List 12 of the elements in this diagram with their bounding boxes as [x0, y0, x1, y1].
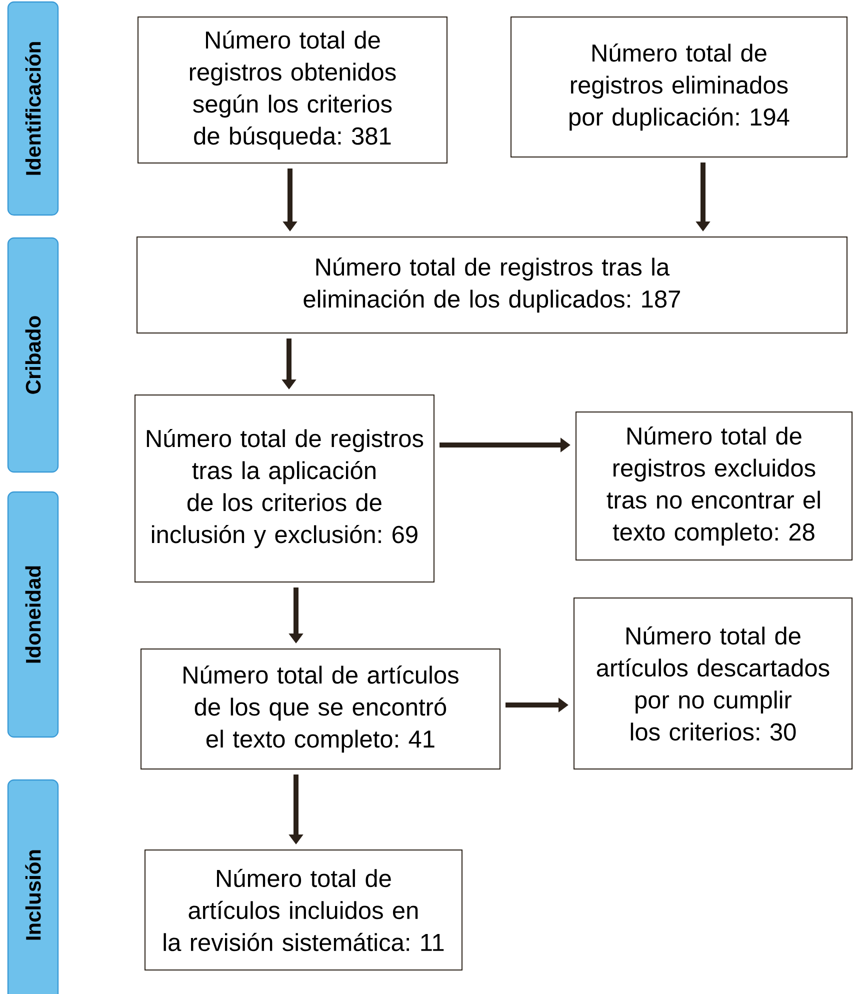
process-box: Número total de artículos de los que se encontró el texto completo: 41: [140, 648, 500, 770]
process-box: Número total de artículos descartados por no cumplir los criterios: 30: [574, 598, 852, 770]
stage-band: Idoneidad: [7, 491, 59, 738]
stage-band: Identificación: [7, 1, 59, 216]
process-box: Número total de registros excluidos tras no encontrar el texto completo: 28: [576, 412, 852, 560]
process-box: Número total de registros tras la aplicación de los criterios de inclusión y exclusión: 69: [134, 394, 434, 582]
stage-band: Inclusión: [7, 779, 59, 994]
process-box: Número total de registros obtenidos según los criterios de búsqueda: 381: [138, 16, 448, 164]
process-box: Número total de registros tras la eliminación de los duplicados: 187: [136, 236, 848, 334]
stage-band: Cribado: [7, 237, 59, 473]
process-box: Número total de artículos incluidos en la revisión sistemática: 11: [144, 850, 462, 970]
process-box: Número total de registros eliminados por duplicación: 194: [510, 16, 848, 158]
